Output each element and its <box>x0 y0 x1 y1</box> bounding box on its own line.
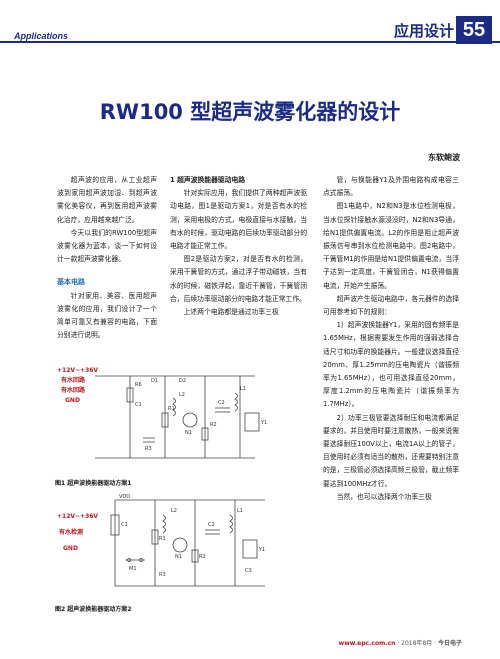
component-label: M1 <box>129 566 137 572</box>
paragraph: 图1电路中，N2和N3是水位检测电极，当水位探针接触水源浸没时，N2和N3导通，… <box>323 202 459 290</box>
component-label: VDD <box>119 494 130 500</box>
component-label: C1 <box>135 402 142 408</box>
subheading: 基本电路 <box>57 278 85 287</box>
component-label: N1 <box>175 554 182 560</box>
component-label: L2 <box>171 508 177 514</box>
footer-date: · 2018年8月 · <box>397 640 437 647</box>
paragraph: 超声波产生驱动电路中，各元器件的选择可用参考如下的规则： <box>323 294 459 317</box>
legend-text: GND <box>63 545 78 552</box>
component-label: R3 <box>159 572 166 578</box>
paragraph: 超声波的应用，从工业超声波到家用超声波加湿、到超声波雾化美容仪，再到医用超声波雾… <box>57 176 157 224</box>
component-label: R1 <box>159 536 166 542</box>
paragraph: 管，与换能器Y1及外围电路构成电容三点式振荡。 <box>323 176 459 198</box>
component-label: R2 <box>210 422 217 428</box>
component-label: D2 <box>179 378 186 384</box>
figure-2-schematic: VDD C1 R1 R2 L1 L2 N1 M1 Y1 C2 C3 R3 +12… <box>55 490 295 598</box>
component-label: L1 <box>237 508 243 514</box>
footer-publication: 今日电子 <box>437 640 462 647</box>
component-label: R2 <box>199 554 206 560</box>
footer-url: www.epc.com.cn <box>338 640 396 647</box>
component-label: R1 <box>168 406 175 412</box>
component-label: R6 <box>135 382 142 388</box>
component-label: L2 <box>179 392 185 398</box>
component-label: C2 <box>218 400 225 406</box>
header-rule <box>0 41 500 43</box>
section-label: Applications <box>14 31 69 41</box>
component-label: C3 <box>245 568 252 574</box>
component-label: Y1 <box>258 547 265 553</box>
column-2: 1 超声波换能器驱动电路 针对实际应用，我们提供了两种超声波驱动电路，图1是驱动… <box>170 174 307 319</box>
legend-text: 有水回路 <box>61 376 86 384</box>
component-label: Y1 <box>260 420 267 426</box>
component-label: N1 <box>185 430 192 436</box>
figure-1-caption: 图1 超声波换能器驱动方案1 <box>55 480 132 487</box>
page-header: Applications 应用设计 55 <box>0 0 500 60</box>
paragraph: 上述两个电路都是通过功率三极 <box>183 308 279 317</box>
paragraph: 2）功率三极管要选择耐压和电流都满足要求的，并且使用时要注意散热，一般来说需要选… <box>323 413 459 488</box>
section-tab: 应用设计 <box>393 22 454 40</box>
circuit-schematic-1: R6 D1 D2 C1 R1 R2 L1 L2 N1 Y1 C2 R3 +12V… <box>55 358 295 473</box>
component-label: R3 <box>145 446 152 452</box>
column-3: 管，与换能器Y1及外围电路构成电容三点式振荡。 图1电路中，N2和N3是水位检测… <box>323 174 459 504</box>
component-label: C1 <box>121 522 128 528</box>
component-label: D1 <box>151 378 158 384</box>
paragraph: 图2是驱动方案2，对是否有水的检测，采用干簧管的方式，通过浮子带动磁铁，当有水的… <box>170 255 307 303</box>
paragraph: 针对实际应用，我们提供了两种超声波驱动电路，图1是驱动方案1，对是否有水的检测，… <box>170 189 307 251</box>
legend-text: GND <box>65 397 80 404</box>
component-label: L1 <box>240 386 246 392</box>
page-footer: www.epc.com.cn · 2018年8月 · 今日电子 <box>339 638 462 647</box>
section-heading: 1 超声波换能器驱动电路 <box>170 176 246 184</box>
article-title: RW100 型超声波雾化器的设计 <box>99 100 401 124</box>
figure-1-schematic: R6 D1 D2 C1 R1 R2 L1 L2 N1 Y1 C2 R3 +12V… <box>55 358 295 473</box>
component-label: C2 <box>208 522 215 528</box>
author: 东软鲍波 <box>428 153 460 162</box>
figure-2-caption: 图2 超声波换能器驱动方案2 <box>55 606 132 613</box>
paragraph: 1）超声波换能器Y1，采用的固有频率是1.65MHz，根据需要发生作用的强弱选择… <box>323 321 459 409</box>
legend-text: +12V~+36V <box>57 513 98 520</box>
column-1: 超声波的应用，从工业超声波到家用超声波加湿、到超声波雾化美容仪，再到医用超声波雾… <box>57 174 157 342</box>
paragraph: 针对家用、美容、医用超声波雾化的应用，我们设计了一个简单可靠又有兼容的电路，下面… <box>57 291 157 340</box>
legend-text: 有水检测 <box>59 528 83 536</box>
paragraph: 当然，也可以选择两个功率三极 <box>336 492 432 501</box>
legend-text: 有水回路 <box>61 386 86 394</box>
circuit-schematic-2: VDD C1 R1 R2 L1 L2 N1 M1 Y1 C2 C3 R3 +12… <box>55 490 295 598</box>
legend-text: +12V~+36V <box>57 367 98 374</box>
page-number: 55 <box>456 16 492 44</box>
paragraph: 今天以我们的RW100型超声波雾化器为蓝本，谈一下如何设计一款超声波雾化器。 <box>57 228 157 264</box>
